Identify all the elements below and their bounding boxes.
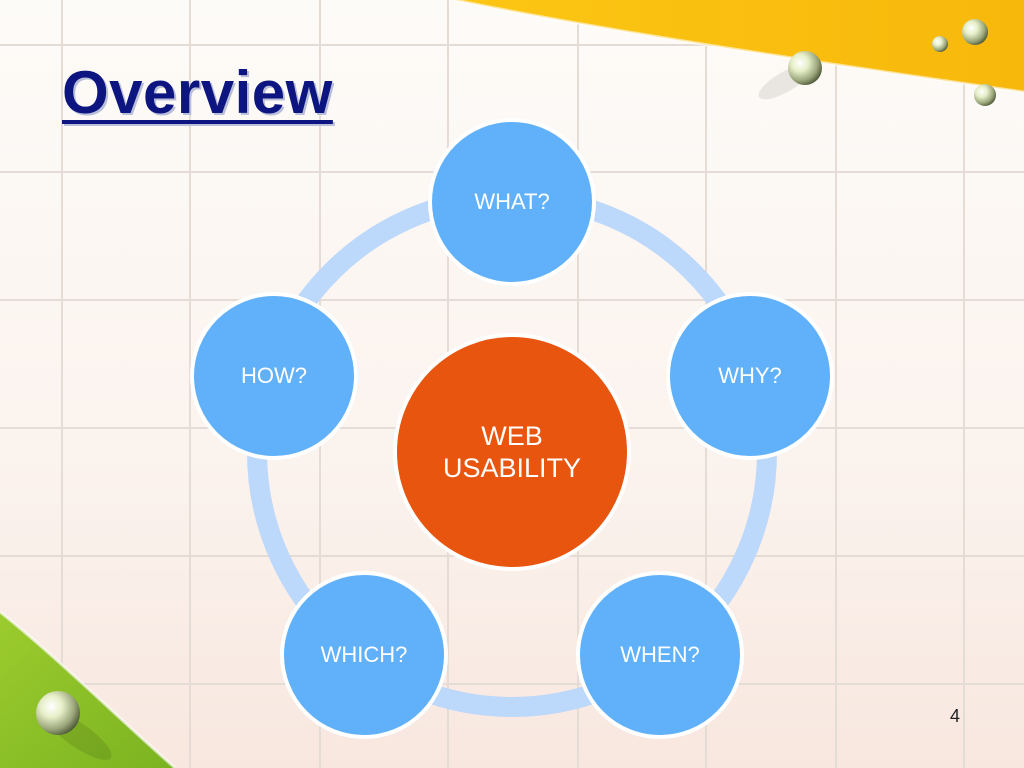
node-label-when: WHEN?: [620, 642, 700, 667]
cycle-diagram: [190, 118, 834, 739]
node-circle-what: [428, 118, 596, 286]
water-drop-icons: [36, 19, 996, 760]
node-circle-which: [280, 571, 448, 739]
node-circle-why: [666, 292, 834, 460]
center-circle: [393, 333, 631, 571]
slide-title: Overview: [62, 59, 333, 126]
node-label-why: WHY?: [718, 363, 782, 388]
center-label: WEB USABILITY: [402, 420, 622, 484]
node-circle-when: [576, 571, 744, 739]
center-label-line1: WEB: [481, 421, 543, 451]
node-label-which: WHICH?: [320, 642, 408, 667]
page-number: 4: [950, 706, 961, 726]
node-circle-how: [190, 292, 358, 460]
node-label-how: HOW?: [241, 363, 307, 388]
center-label-line2: USABILITY: [442, 453, 582, 483]
yellow-swoosh: [455, 0, 1024, 92]
node-label-what: WHAT?: [474, 189, 550, 214]
